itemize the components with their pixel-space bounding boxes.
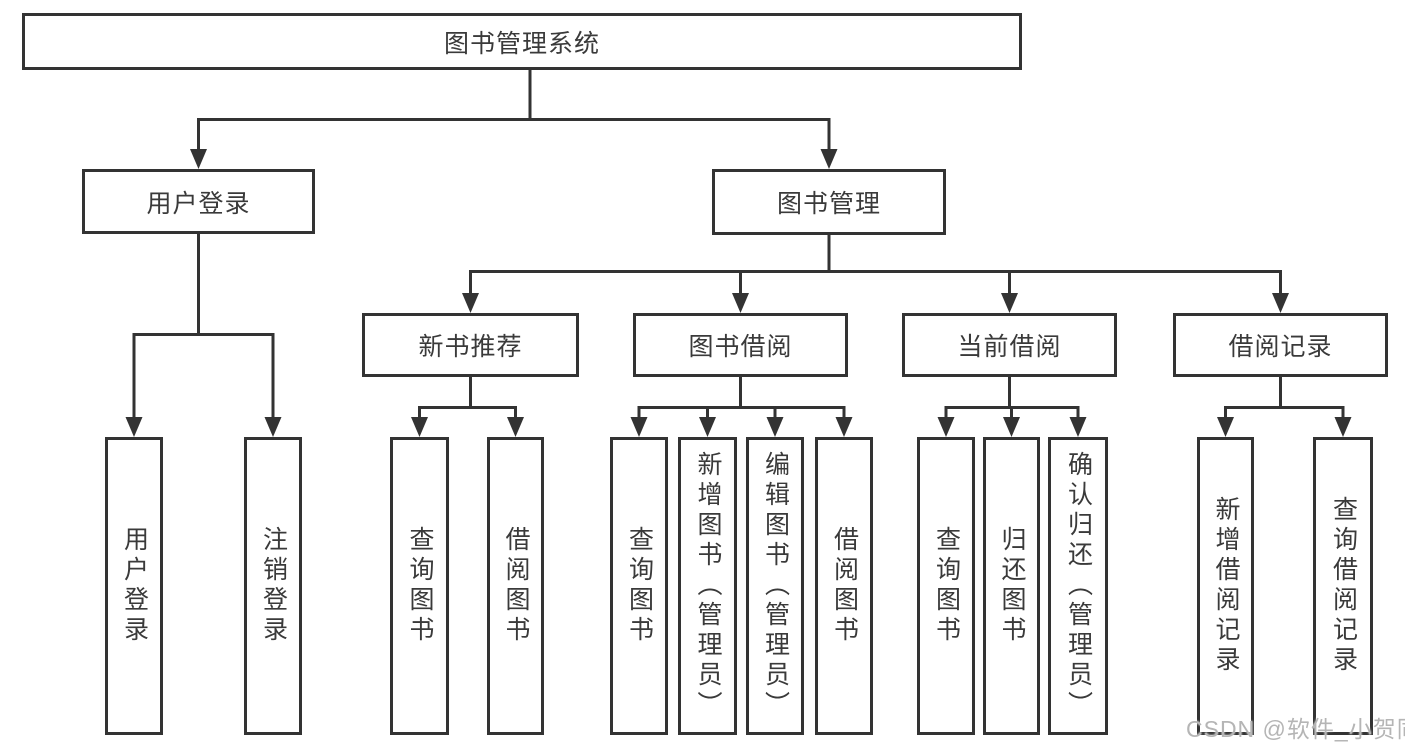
arrow-down-icon [732, 293, 749, 313]
node-borrowing-records: 借阅记录 [1173, 313, 1388, 377]
arrow-down-icon [1272, 293, 1289, 313]
arrow-down-icon [507, 417, 524, 437]
arrow-down-icon [1003, 417, 1020, 437]
node-user-login: 用户登录 [82, 169, 315, 234]
leaf-return-books: 归还图书 [983, 437, 1040, 735]
arrow-down-icon [264, 417, 282, 437]
leaf-edit-books-admin: 编辑图书（管理员） [746, 437, 804, 735]
node-new-book-recommendation: 新书推荐 [362, 313, 579, 377]
arrowhead-icons [125, 149, 1352, 437]
arrow-down-icon [766, 417, 784, 437]
leaf-query-books-recommend: 查询图书 [390, 437, 449, 735]
node-current-borrowing: 当前借阅 [902, 313, 1117, 377]
arrow-down-icon [699, 417, 716, 437]
leaf-add-books-admin: 新增图书（管理员） [678, 437, 737, 735]
leaf-logout: 注销登录 [244, 437, 302, 735]
leaf-query-books-borrowing: 查询图书 [610, 437, 668, 735]
connector-borrowing-records [1224, 377, 1345, 424]
node-book-management: 图书管理 [712, 169, 946, 235]
arrow-down-icon [820, 149, 838, 169]
leaf-borrow-books-recommend: 借阅图书 [487, 437, 544, 735]
arrow-down-icon [411, 417, 428, 437]
node-book-borrowing: 图书借阅 [633, 313, 848, 377]
leaf-user-login: 用户登录 [105, 437, 163, 735]
watermark: CSDN @软件_小贺同学 [1186, 716, 1405, 742]
connector-new-book-recommendation [418, 377, 517, 424]
connector-current-borrowing [944, 377, 1080, 424]
arrow-down-icon [1001, 293, 1018, 313]
arrow-down-icon [462, 293, 479, 313]
arrow-down-icon [190, 149, 207, 169]
connector-book-management [469, 235, 1282, 300]
leaf-query-books-current: 查询图书 [917, 437, 975, 735]
arrow-down-icon [835, 417, 853, 437]
arrow-down-icon [1334, 417, 1352, 437]
connector-book-borrowing [637, 377, 846, 424]
leaf-confirm-return-admin: 确认归还（管理员） [1048, 437, 1108, 735]
connector-root [197, 70, 831, 156]
connector-user-login [132, 234, 275, 424]
arrow-down-icon [630, 417, 648, 437]
arrow-down-icon [1069, 417, 1087, 437]
arrow-down-icon [1217, 417, 1234, 437]
arrow-down-icon [125, 417, 143, 437]
node-library-system: 图书管理系统 [22, 13, 1022, 70]
arrow-down-icon [937, 417, 955, 437]
leaf-add-borrow-record: 新增借阅记录 [1197, 437, 1254, 735]
leaf-query-borrow-record: 查询借阅记录 [1313, 437, 1373, 735]
leaf-borrow-books-borrowing: 借阅图书 [815, 437, 873, 735]
